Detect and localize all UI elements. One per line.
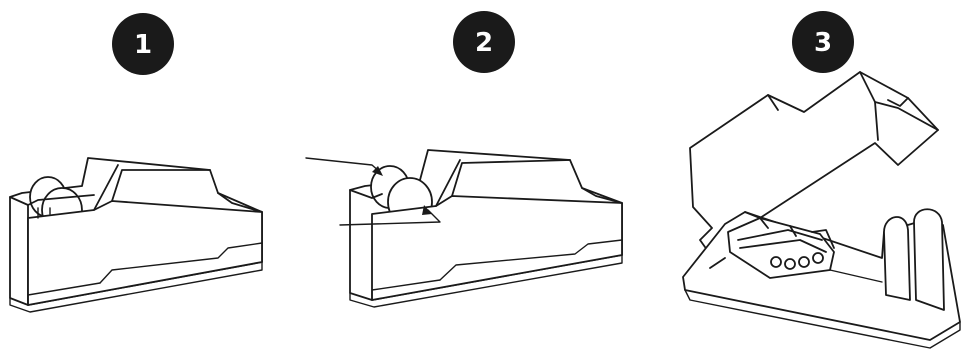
step-3-badge: 3 [792,11,854,73]
roller-right [913,208,945,311]
step-1-illustration [9,157,263,313]
step-3-number: 3 [814,28,832,58]
step-3-illustration [682,71,961,349]
arrow-upper [305,157,381,173]
roller-left [883,216,911,301]
step-2-number: 2 [475,28,493,58]
step-1-badge: 1 [112,13,174,75]
mechanism-module [727,217,835,279]
step-2-illustration [305,149,623,308]
step-2-badge: 2 [453,11,515,73]
step-1-number: 1 [134,30,152,60]
